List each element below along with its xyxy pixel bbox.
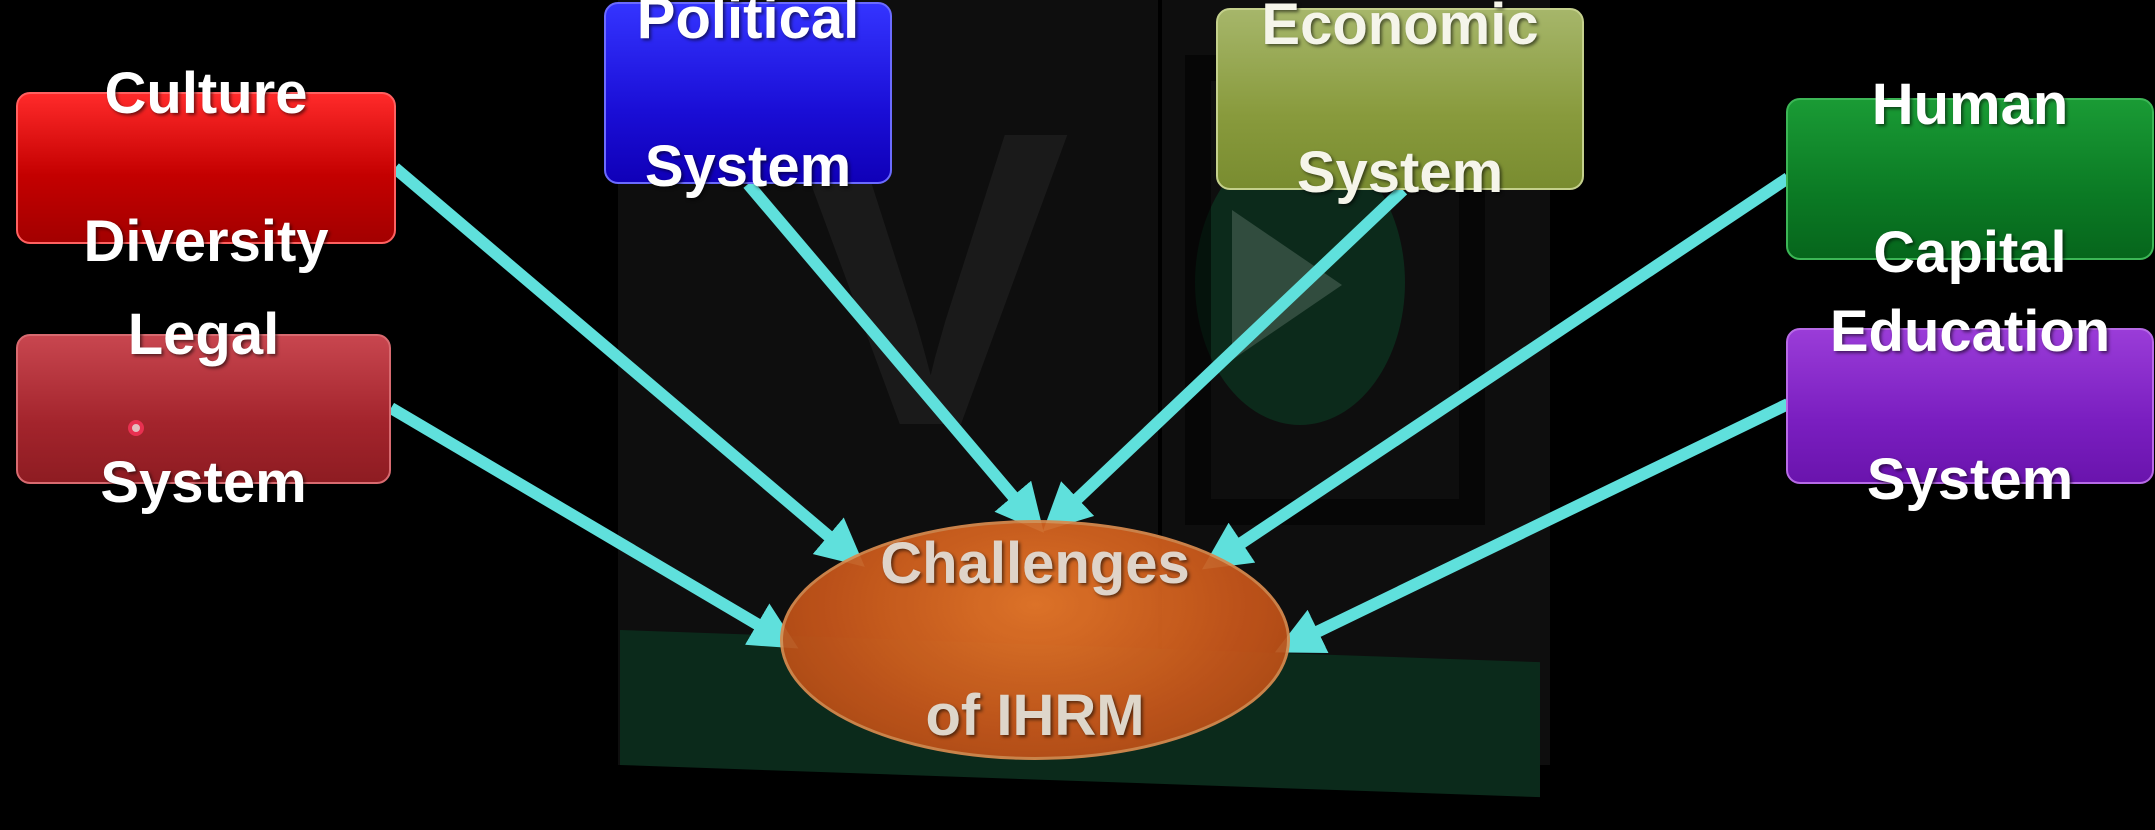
node-label-line: Culture xyxy=(104,61,308,126)
node-label-line: Political xyxy=(636,0,860,51)
arrow-political-to-center xyxy=(743,180,1044,533)
arrows-layer xyxy=(387,163,1792,654)
node-label-line: Education xyxy=(1829,299,2111,364)
node-label-line: System xyxy=(100,450,307,515)
node-economic-system: Economic System xyxy=(1216,0,1584,205)
node-human-capital: Human Capital xyxy=(1786,72,2154,285)
arrow-education-to-center xyxy=(1274,398,1791,654)
node-culture-diversity: Culture Diversity xyxy=(16,61,396,274)
arrow-legal-to-center xyxy=(387,402,799,649)
node-challenges-of-ihrm: Challenges of IHRM xyxy=(780,520,1290,760)
arrow-economic-to-center xyxy=(1042,185,1408,532)
node-label-line: Legal xyxy=(127,302,280,367)
node-legal-system: Legal System xyxy=(16,302,391,515)
pointer-cursor-icon xyxy=(128,420,144,436)
arrow-culture-to-center xyxy=(391,163,865,567)
node-political-system: Political System xyxy=(604,0,892,199)
node-label-line: System xyxy=(644,134,852,199)
node-label-line: System xyxy=(1296,140,1504,205)
arrow-human-to-center xyxy=(1202,173,1792,570)
node-label-line: Human xyxy=(1871,72,2069,137)
node-label-line: Economic xyxy=(1261,0,1539,57)
node-label-line: Diversity xyxy=(83,209,329,274)
node-education-system: Education System xyxy=(1786,299,2154,512)
node-label-line: System xyxy=(1866,447,2074,512)
center-label-line: Challenges xyxy=(880,531,1190,596)
diagram-canvas: V Culture Diversity Legal System Politic… xyxy=(16,0,2154,798)
node-label-line: Capital xyxy=(1873,220,2067,285)
center-label-line: of IHRM xyxy=(925,683,1145,748)
